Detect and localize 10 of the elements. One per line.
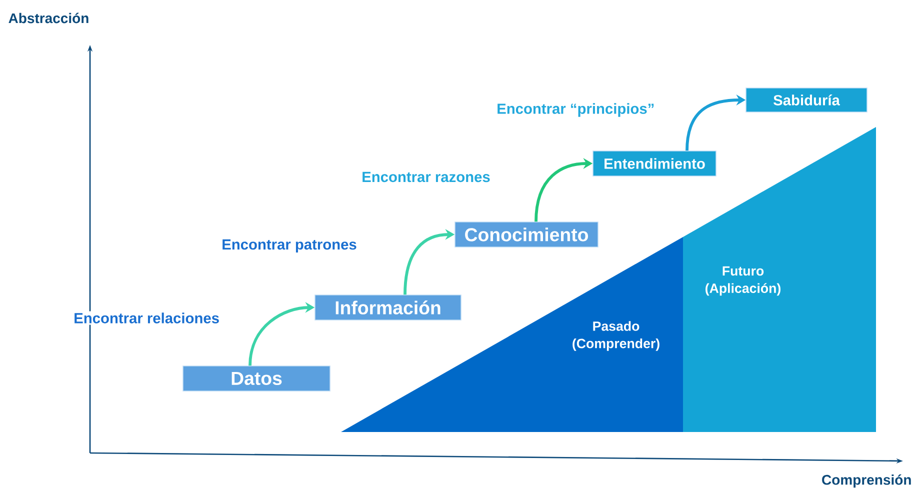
edge-label: Encontrar relaciones — [72, 311, 221, 325]
process-box: Sabiduría — [746, 88, 868, 112]
process-box: Entendimiento — [592, 150, 716, 176]
axis-label: Abstracción — [8, 12, 88, 24]
axis-label: Comprensión — [822, 474, 911, 488]
process-box: Información — [314, 294, 462, 320]
edge-label: Encontrar razones — [360, 170, 492, 184]
process-box: Datos — [182, 366, 330, 392]
edge-label: Encontrar “principios” — [495, 102, 656, 118]
process-box: Conocimiento — [454, 222, 598, 248]
